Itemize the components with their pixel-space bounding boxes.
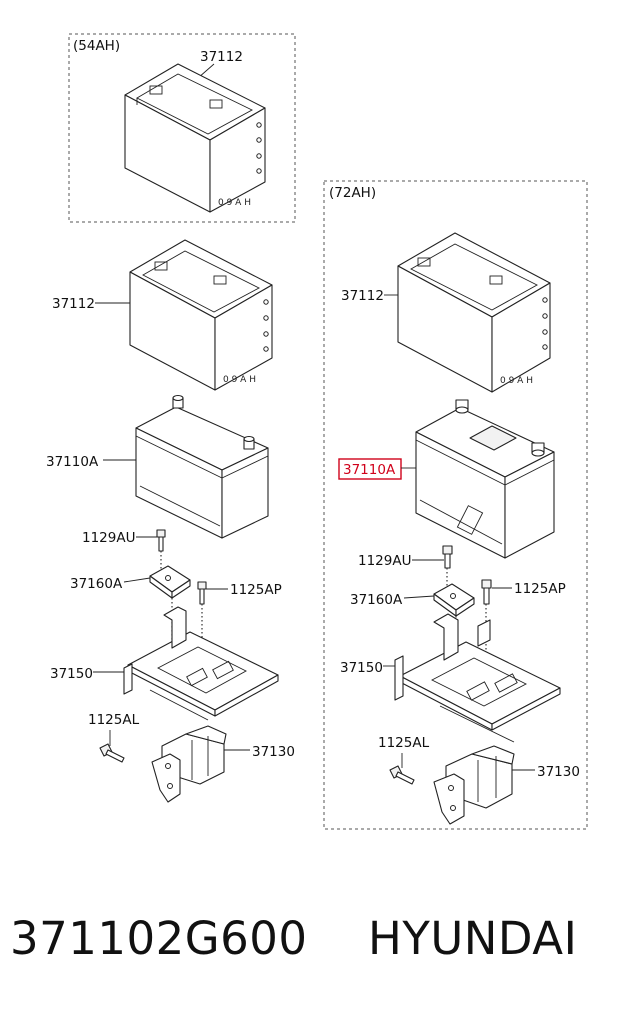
bolt-1125ap-left (197, 581, 207, 605)
bolt-1125ap-right (481, 579, 492, 605)
brand-text: HYUNDAI (368, 912, 578, 965)
leader-37160a-right (403, 595, 435, 599)
label-37130-right: 37130 (537, 764, 580, 780)
svg-text:0 9 A H: 0 9 A H (223, 375, 256, 385)
battery-right-highlighted (415, 399, 555, 559)
leader-37160a-left (123, 577, 151, 583)
svg-text:0 9 A H: 0 9 A H (500, 376, 533, 386)
group-72ah-title: (72AH) (329, 185, 376, 201)
mounting-bracket-right (433, 745, 515, 825)
bolt-1125al-left (99, 743, 125, 763)
hold-down-clamp-left (149, 565, 191, 599)
label-37110a-right-highlighted: 37110A (343, 462, 396, 478)
label-37160a-right: 37160A (350, 592, 403, 608)
label-37150-right: 37150 (340, 660, 383, 676)
label-1125al-left: 1125AL (88, 712, 140, 728)
label-37110a-left: 37110A (46, 454, 99, 470)
bolt-1129au-left (156, 529, 166, 552)
label-37112-top-left: 37112 (200, 49, 243, 65)
label-1125ap-right: 1125AP (514, 581, 566, 597)
group-54ah-title: (54AH) (73, 38, 120, 54)
label-37160a-left: 37160A (70, 576, 123, 592)
battery-tray-left: 0 9 A H (129, 239, 273, 391)
label-37130-left: 37130 (252, 744, 295, 760)
label-1129au-left: 1129AU (82, 530, 135, 546)
battery-left (135, 394, 269, 539)
label-1125al-right: 1125AL (378, 735, 430, 751)
bolt-1129au-right (442, 545, 453, 569)
label-37150-left: 37150 (50, 666, 93, 682)
battery-tray-54ah-top: 0 9 A H (124, 63, 266, 213)
battery-tray-right: 0 9 A H (397, 232, 551, 393)
part-number-text: 371102G600 (10, 912, 308, 965)
caption-bar: 371102G600 HYUNDAI (0, 904, 620, 974)
hold-down-clamp-right (433, 583, 475, 617)
label-1129au-right: 1129AU (358, 553, 411, 569)
label-37112-left: 37112 (52, 296, 95, 312)
highlight-box-37110a (338, 458, 402, 480)
battery-base-plate-left (123, 606, 279, 721)
mounting-bracket-left (151, 725, 227, 803)
svg-text:0 9 A H: 0 9 A H (218, 198, 251, 208)
bolt-1125al-right (389, 765, 415, 785)
label-1125ap-left: 1125AP (230, 582, 282, 598)
group-54ah-frame (68, 33, 296, 223)
battery-base-plate-right (394, 613, 561, 743)
label-37112-right: 37112 (341, 288, 384, 304)
